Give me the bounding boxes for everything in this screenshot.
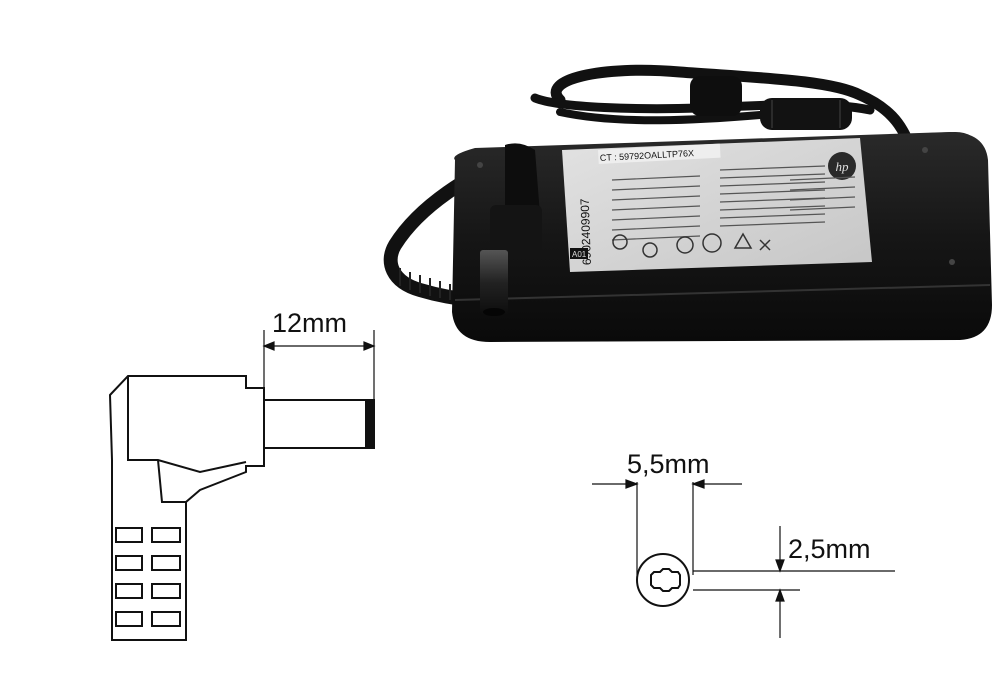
plug-end-inner-pin — [650, 568, 681, 592]
plug-barrel-tip — [365, 399, 375, 449]
label-revision: A01 — [572, 250, 587, 259]
ferrite-core — [690, 76, 852, 130]
length-dimension-lines — [262, 330, 376, 400]
photo-dc-plug — [480, 143, 542, 316]
cable-strain-relief — [399, 268, 451, 300]
plug-side-diagram — [108, 330, 376, 641]
inner-diameter-dimension-lines — [693, 526, 895, 638]
plug-head-outline — [108, 375, 265, 641]
inner-diameter-label: 2,5mm — [788, 534, 871, 564]
label-ct-code: CT : 59792OALLTP76X — [600, 148, 695, 163]
hp-logo-text: hp — [836, 159, 850, 174]
strain-relief-slots — [115, 527, 181, 627]
plug-end-diagram — [592, 479, 895, 638]
outer-diameter-label: 5,5mm — [627, 449, 710, 479]
plug-end-outer-circle — [636, 553, 690, 607]
hp-logo — [828, 152, 856, 180]
adapter-label: hp CT : 59792OALLTP76X 6902409907 A01 — [562, 138, 872, 272]
plug-barrel — [263, 399, 375, 449]
plug-length-label: 12mm — [272, 308, 347, 338]
outer-diameter-dimension-lines — [592, 479, 742, 575]
power-adapter-photo: hp CT : 59792OALLTP76X 6902409907 A01 — [383, 64, 992, 342]
